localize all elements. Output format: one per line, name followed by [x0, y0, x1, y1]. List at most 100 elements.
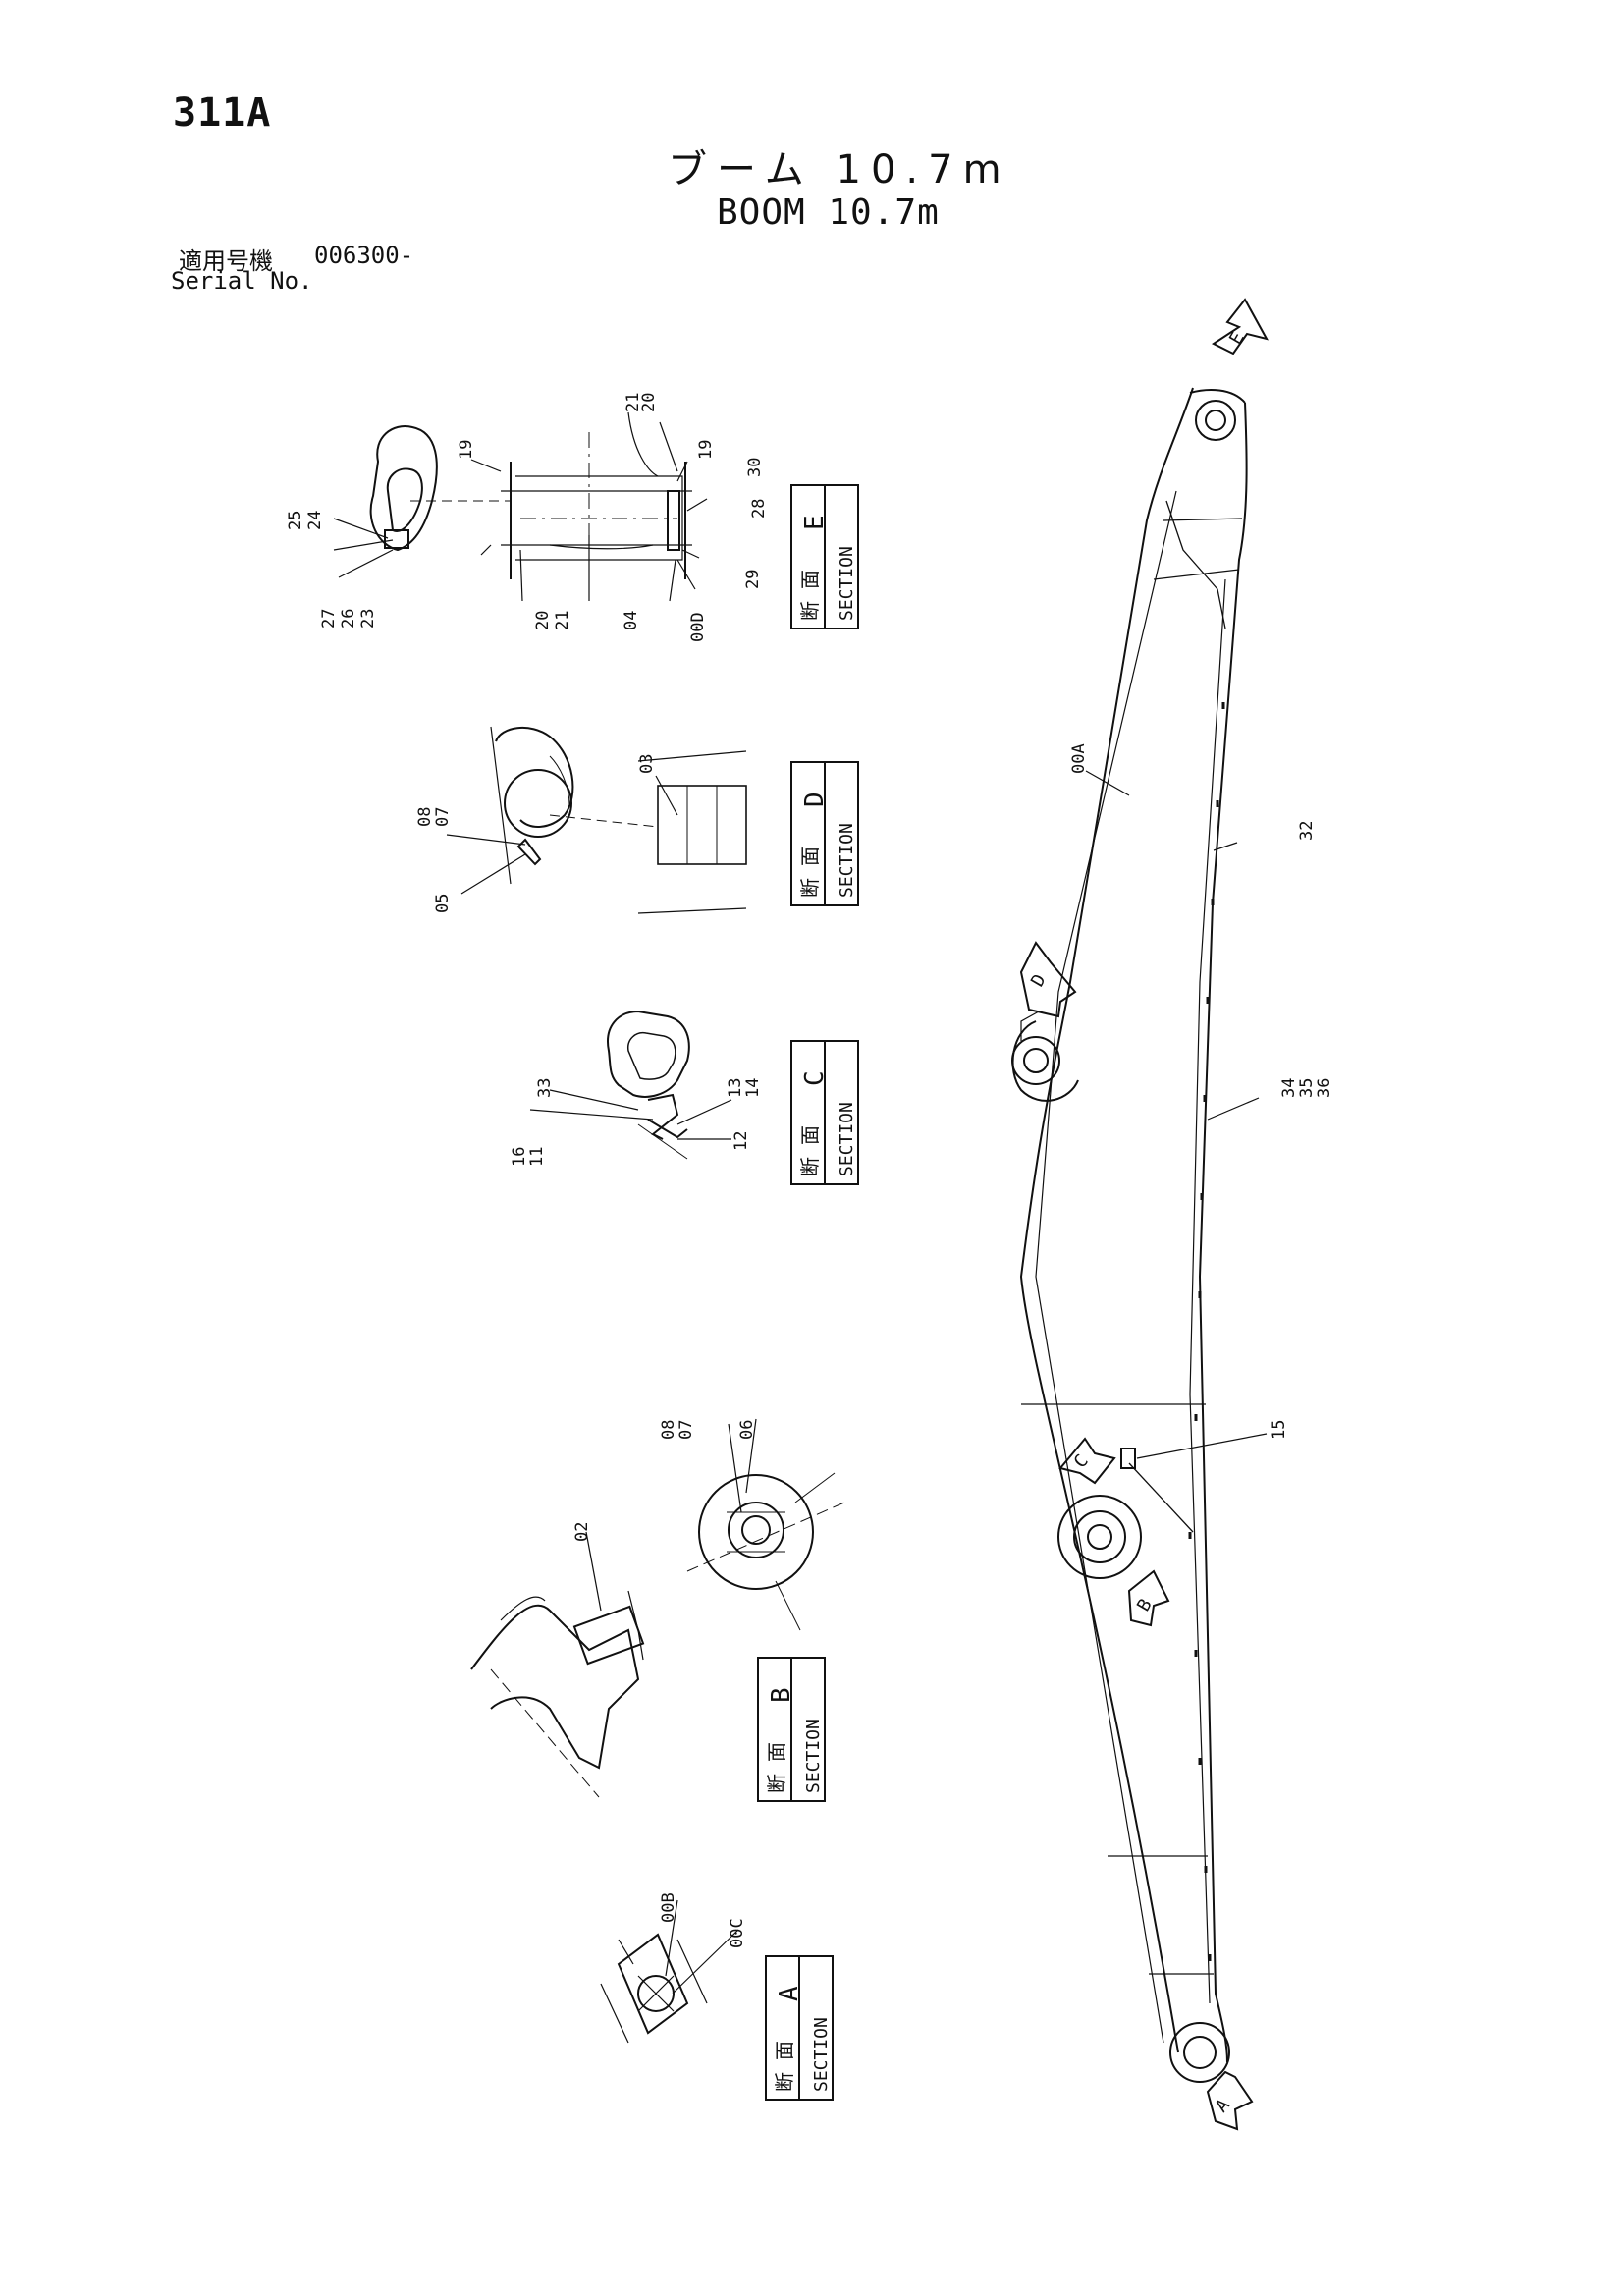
- section-b-letter-group: B: [767, 1687, 796, 1703]
- section-arrow-b: [1127, 1569, 1170, 1627]
- callout-e-29: 29: [743, 570, 763, 589]
- detail-section-b: [470, 1472, 845, 1798]
- callout-b-06: 06: [737, 1420, 757, 1440]
- arrow-d-letter: D: [1027, 971, 1051, 991]
- hose-clamp-line: [1128, 1462, 1194, 1533]
- section-b-jp: 断 面: [765, 1742, 788, 1793]
- section-c-en: SECTION: [837, 1102, 857, 1176]
- arm-cylinder-pin: [1011, 1036, 1060, 1085]
- callout-main-36: 36: [1315, 1078, 1334, 1098]
- callout-e-27: 27: [319, 609, 339, 629]
- callout-e-19b: 19: [696, 440, 716, 460]
- boom-head-top: [1189, 389, 1246, 404]
- callout-main-15: 15: [1270, 1420, 1289, 1440]
- callout-e-00d: 00D: [688, 612, 708, 642]
- title-japanese: ブーム 10.7m: [668, 147, 1011, 192]
- section-e-en: SECTION: [837, 546, 857, 621]
- callout-d-07: 07: [433, 807, 453, 827]
- leader-lines: [333, 421, 1268, 1995]
- section-e-label: 断 面: [798, 570, 822, 621]
- arrow-e-letter: E: [1225, 329, 1249, 349]
- boom-inner-edge: [1035, 490, 1177, 2044]
- clip-15: [1120, 1448, 1136, 1469]
- section-arrow-a: [1206, 2070, 1254, 2131]
- section-c-jp: 断 面: [798, 1125, 822, 1176]
- boom-cylinder-boss: [1057, 1495, 1142, 1579]
- callout-e-28: 28: [749, 499, 769, 519]
- callout-e-30: 30: [745, 458, 765, 477]
- boom-cylinder-boss-mid: [1073, 1510, 1126, 1563]
- boom-bulkhead-4: [1153, 569, 1240, 580]
- callout-main-00a: 00A: [1069, 743, 1089, 774]
- serial-label-japanese: 適用号機: [179, 247, 273, 275]
- serial-label-english: Serial No.: [171, 267, 313, 295]
- section-arrow-e: [1211, 298, 1269, 355]
- section-d-jp-group: 断 面: [798, 847, 822, 898]
- boom-structure: [1011, 387, 1248, 2083]
- callout-c-12: 12: [731, 1131, 751, 1151]
- callout-c-16: 16: [510, 1147, 529, 1167]
- section-e-letter: E: [800, 515, 830, 530]
- callout-e-21b: 21: [553, 611, 572, 630]
- hose-upper: [1165, 500, 1226, 629]
- section-c-jp-group: 断 面: [798, 1125, 822, 1176]
- callout-d-03: 03: [637, 754, 657, 774]
- section-c-en-group: SECTION: [837, 1102, 857, 1176]
- section-a-en: SECTION: [811, 2017, 832, 2092]
- section-c-letter: C: [800, 1070, 830, 1086]
- serial-range: 006300-: [314, 242, 414, 269]
- callout-a-00b: 00B: [659, 1892, 678, 1923]
- callout-e-04: 04: [622, 611, 641, 630]
- callout-main-35: 35: [1297, 1078, 1317, 1098]
- callout-e-24: 24: [305, 511, 325, 530]
- boom-foot-pin-inner: [1183, 2036, 1217, 2069]
- detail-section-c: [607, 1010, 690, 1160]
- section-a-en-group: SECTION: [811, 2017, 832, 2092]
- callout-d-08: 08: [415, 807, 435, 827]
- section-a-letter: A: [775, 1986, 804, 2001]
- section-b-jp-group: 断 面: [765, 1742, 788, 1793]
- callout-e-25: 25: [286, 511, 305, 530]
- section-label-boxes: [757, 484, 859, 2101]
- section-d-letter-group: D: [800, 792, 830, 807]
- detail-section-e: [333, 411, 692, 589]
- section-d-jp: 断 面: [798, 847, 822, 898]
- section-b-en: SECTION: [803, 1719, 824, 1793]
- section-c-letter-group: C: [800, 1070, 830, 1086]
- boom-head-pin: [1195, 400, 1236, 441]
- boom-lower-inner-edge: [1189, 578, 1226, 2004]
- section-d-en: SECTION: [837, 823, 857, 898]
- section-b-en-group: SECTION: [803, 1719, 824, 1793]
- arrow-c-letter: C: [1070, 1450, 1093, 1472]
- arm-cylinder-bracket: [1011, 1020, 1079, 1102]
- section-d-letter: D: [800, 792, 830, 807]
- callout-c-14: 14: [743, 1078, 763, 1098]
- boom-cylinder-boss-inner: [1087, 1524, 1112, 1550]
- callout-c-13: 13: [726, 1078, 745, 1098]
- callout-d-05: 05: [433, 894, 453, 913]
- arm-cylinder-pin-inner: [1023, 1048, 1049, 1073]
- callout-e-23: 23: [358, 609, 378, 629]
- callout-main-34: 34: [1279, 1078, 1299, 1098]
- callout-b-07: 07: [676, 1420, 696, 1440]
- boom-head-pin-inner: [1205, 410, 1226, 431]
- section-a-letter-group: A: [775, 1986, 804, 2001]
- callout-c-11: 11: [527, 1147, 547, 1167]
- section-d-en-group: SECTION: [837, 823, 857, 898]
- callout-e-20a: 20: [639, 393, 659, 412]
- callout-e-19a: 19: [457, 440, 476, 460]
- detail-section-d: [490, 726, 747, 914]
- section-a-jp-group: 断 面: [773, 2041, 796, 2092]
- title-english: BOOM 10.7m: [717, 192, 940, 233]
- boom-upper-edge: [1019, 387, 1194, 2053]
- callout-c-33: 33: [535, 1078, 555, 1098]
- section-e-jp: 断 面: [798, 570, 822, 621]
- boom-bulkhead-5: [1163, 518, 1243, 521]
- callout-b-02: 02: [572, 1522, 592, 1542]
- section-arrow-d: [1019, 941, 1077, 1041]
- callout-e-26: 26: [339, 609, 358, 629]
- callout-a-00c: 00C: [728, 1918, 747, 1948]
- callout-e-21a: 21: [623, 393, 643, 412]
- arrow-a-letter: A: [1212, 2095, 1234, 2116]
